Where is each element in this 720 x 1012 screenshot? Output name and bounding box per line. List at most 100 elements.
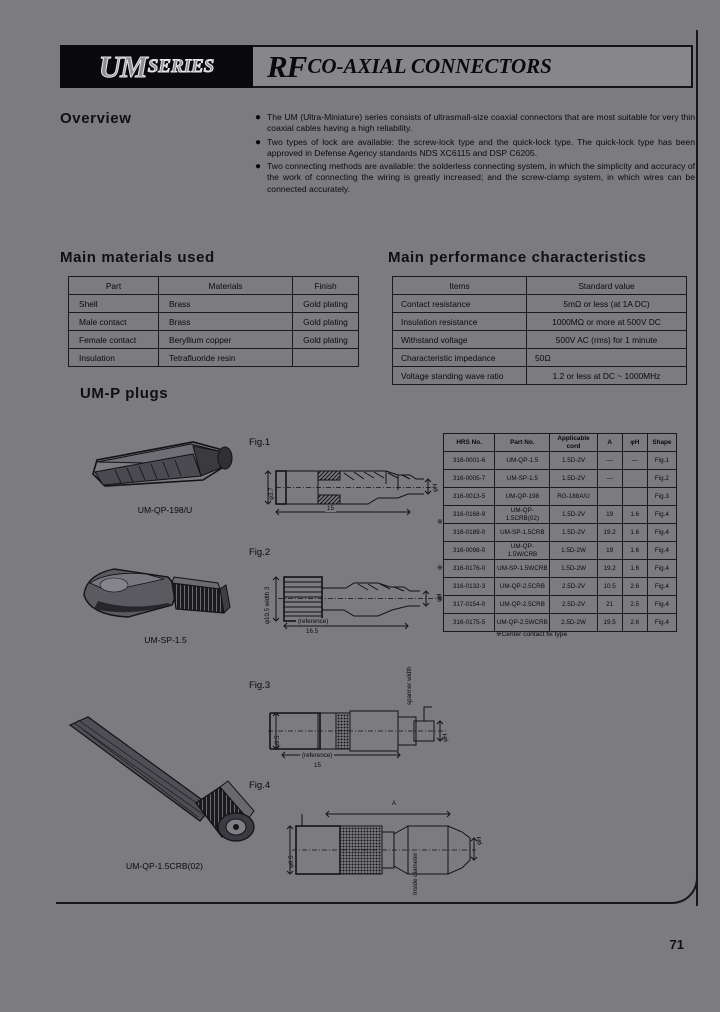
fig2-dim-h: φH — [436, 593, 443, 602]
cell-cord: 2.5D-2V — [549, 577, 598, 596]
table-header-row: Items Standard value — [392, 276, 687, 295]
fig3-dim-spanner-width: spanner width — [406, 666, 413, 705]
cell-shape: Fig.4 — [646, 613, 678, 632]
star-marker-icon: ※ — [437, 565, 443, 572]
column-header: Materials — [158, 276, 293, 295]
cell-cord: 1.5D-2V — [549, 451, 598, 470]
cell-h: 1.6 — [621, 541, 648, 560]
cell-a: 21 — [596, 595, 623, 614]
fig1-dim-h: φH — [432, 483, 439, 492]
cell-item: Insulation resistance — [392, 312, 527, 331]
column-header-part: Part No. — [494, 433, 551, 452]
column-header: Items — [392, 276, 527, 295]
part-number-table: HRS No. Part No. Applicable cord A φH Sh… — [442, 433, 678, 632]
cell-hrs-no: 316-0176-0 — [442, 559, 496, 578]
plugs-heading: UM-P plugs — [80, 385, 169, 402]
cell-a: — — [596, 469, 623, 488]
cell-material: Brass — [158, 294, 293, 313]
title-banner: UM SERIES RF CO-AXIAL CONNECTORS — [60, 45, 693, 88]
fig4-dim-inside-diameter: Inside diameter — [412, 852, 419, 895]
cell-h: 1.6 — [621, 559, 648, 578]
column-header-a: A — [596, 433, 623, 452]
banner-series-block: UM SERIES — [60, 45, 253, 88]
cell-a: 19.2 — [596, 559, 623, 578]
cell-value: 1000MΩ or more at 500V DC — [526, 312, 687, 331]
fig3-dim-diameter: φ9.5 — [274, 735, 281, 748]
fig3-dim-h: φH — [442, 733, 449, 742]
cell-part: Insulation — [68, 348, 159, 367]
cell-h: 2.6 — [621, 613, 648, 632]
cell-part: Shell — [68, 294, 159, 313]
cell-hrs-no: 316-0098-0 — [442, 541, 496, 560]
cell-shape: Fig.4 — [646, 541, 678, 560]
cell-cord: 2.5D-2V — [549, 595, 598, 614]
cell-cord: 1.5D-2V — [549, 523, 598, 542]
cell-item: Withstand voltage — [392, 330, 527, 349]
cell-part-no: UM-QP-1.5CRB(02) — [494, 505, 551, 524]
table-row: 316-0013-5 UM-QP-198 RG-188A/U Fig.3 — [442, 487, 678, 506]
table-row: Contact resistance 5mΩ or less (at 1A DC… — [392, 294, 687, 313]
cell-cord: 1.5D-2W — [549, 559, 598, 578]
cell-shape: Fig.4 — [646, 505, 678, 524]
cell-shape: Fig.4 — [646, 523, 678, 542]
cell-part-no: UM-QP-1.5 — [494, 451, 551, 470]
table-row: 316-0168-9 UM-QP-1.5CRB(02) 1.5D-2V 19 1… — [442, 505, 678, 524]
cell-finish: Gold plating — [292, 330, 359, 349]
cell-cord: 1.5D-2W — [549, 541, 598, 560]
page-border-bottom — [56, 902, 668, 904]
overview-bullet-text: The UM (Ultra-Miniature) series consists… — [267, 112, 695, 134]
list-item: ● The UM (Ultra-Miniature) series consis… — [255, 112, 695, 135]
banner-coaxial-text: CO-AXIAL CONNECTORS — [307, 54, 552, 78]
cell-value: 50Ω — [526, 348, 687, 367]
performance-heading: Main performance characteristics — [388, 249, 647, 266]
overview-bullet-list: ● The UM (Ultra-Miniature) series consis… — [255, 112, 695, 197]
cell-hrs-no: 316-0013-5 — [442, 487, 496, 506]
table-row: 317-0154-0 UM-QP-2.5CRB 2.5D-2V 21 2.5 F… — [442, 595, 678, 614]
star-marker-icon: ※ — [437, 595, 443, 602]
cell-item: Characteristic impedance — [392, 348, 527, 367]
product-photo-um-qp-198 — [92, 441, 233, 487]
table-row: Characteristic impedance 50Ω — [392, 348, 687, 367]
table-row: 316-0001-6 UM-QP-1.5 1.5D-2V — — Fig.1 — [442, 451, 678, 470]
cell-shape: Fig.2 — [646, 469, 678, 488]
page-number: 71 — [669, 937, 684, 952]
cell-a: — — [596, 451, 623, 470]
column-header-cord: Applicable cord — [549, 433, 598, 452]
star-marker-icon: ※ — [437, 519, 443, 526]
cell-material: Beryllium copper — [158, 330, 293, 349]
cell-part: Female contact — [68, 330, 159, 349]
cell-a: 19.5 — [596, 613, 623, 632]
fig1-drawing — [264, 470, 434, 516]
cell-a: 19 — [596, 541, 623, 560]
table-header-row: Part Materials Finish — [68, 276, 359, 295]
fig3-label: Fig.3 — [249, 680, 271, 691]
cell-part-no: UM-SP-1.5WCRB — [494, 559, 551, 578]
cell-hrs-no: 316-0001-6 — [442, 451, 496, 470]
column-header: Part — [68, 276, 159, 295]
fig4-dim-h: φH — [476, 836, 483, 845]
banner-series-text: SERIES — [147, 55, 215, 77]
cell-a — [596, 487, 623, 506]
photo-caption-2: UM-SP-1.5 — [144, 635, 187, 645]
cell-cord: RG-188A/U — [549, 487, 598, 506]
table-row: 316-0098-0 UM-QP-1.5W/CRB 1.5D-2W 19 1.6… — [442, 541, 678, 560]
table-row: Withstand voltage 500V AC (rms) for 1 mi… — [392, 330, 687, 349]
cell-part-no: UM-QP-198 — [494, 487, 551, 506]
cell-item: Voltage standing wave ratio — [392, 366, 527, 385]
page-border-corner — [668, 874, 698, 904]
table-row: 316-0132-3 UM-QP-2.5CRB 2.5D-2V 10.5 2.6… — [442, 577, 678, 596]
fig4-drawing — [286, 810, 478, 875]
table-row: Voltage standing wave ratio 1.2 or less … — [392, 366, 687, 385]
cell-h: 1.6 — [621, 505, 648, 524]
cell-part-no: UM-QP-2.5CRB — [494, 595, 551, 614]
cell-shape: Fig.4 — [646, 595, 678, 614]
fig3-dim-length: 15 — [312, 762, 323, 769]
cell-a: 10.5 — [596, 577, 623, 596]
table-row: Male contact Brass Gold plating — [68, 312, 359, 331]
column-header-shape: Shape — [646, 433, 678, 452]
table-row: 316-0175-5 UM-QP-2.5WCRB 2.5D-2W 19.5 2.… — [442, 613, 678, 632]
column-header: Finish — [292, 276, 359, 295]
cell-shape: Fig.4 — [646, 559, 678, 578]
cell-part: Male contact — [68, 312, 159, 331]
cell-part-no: UM-QP-1.5W/CRB — [494, 541, 551, 560]
